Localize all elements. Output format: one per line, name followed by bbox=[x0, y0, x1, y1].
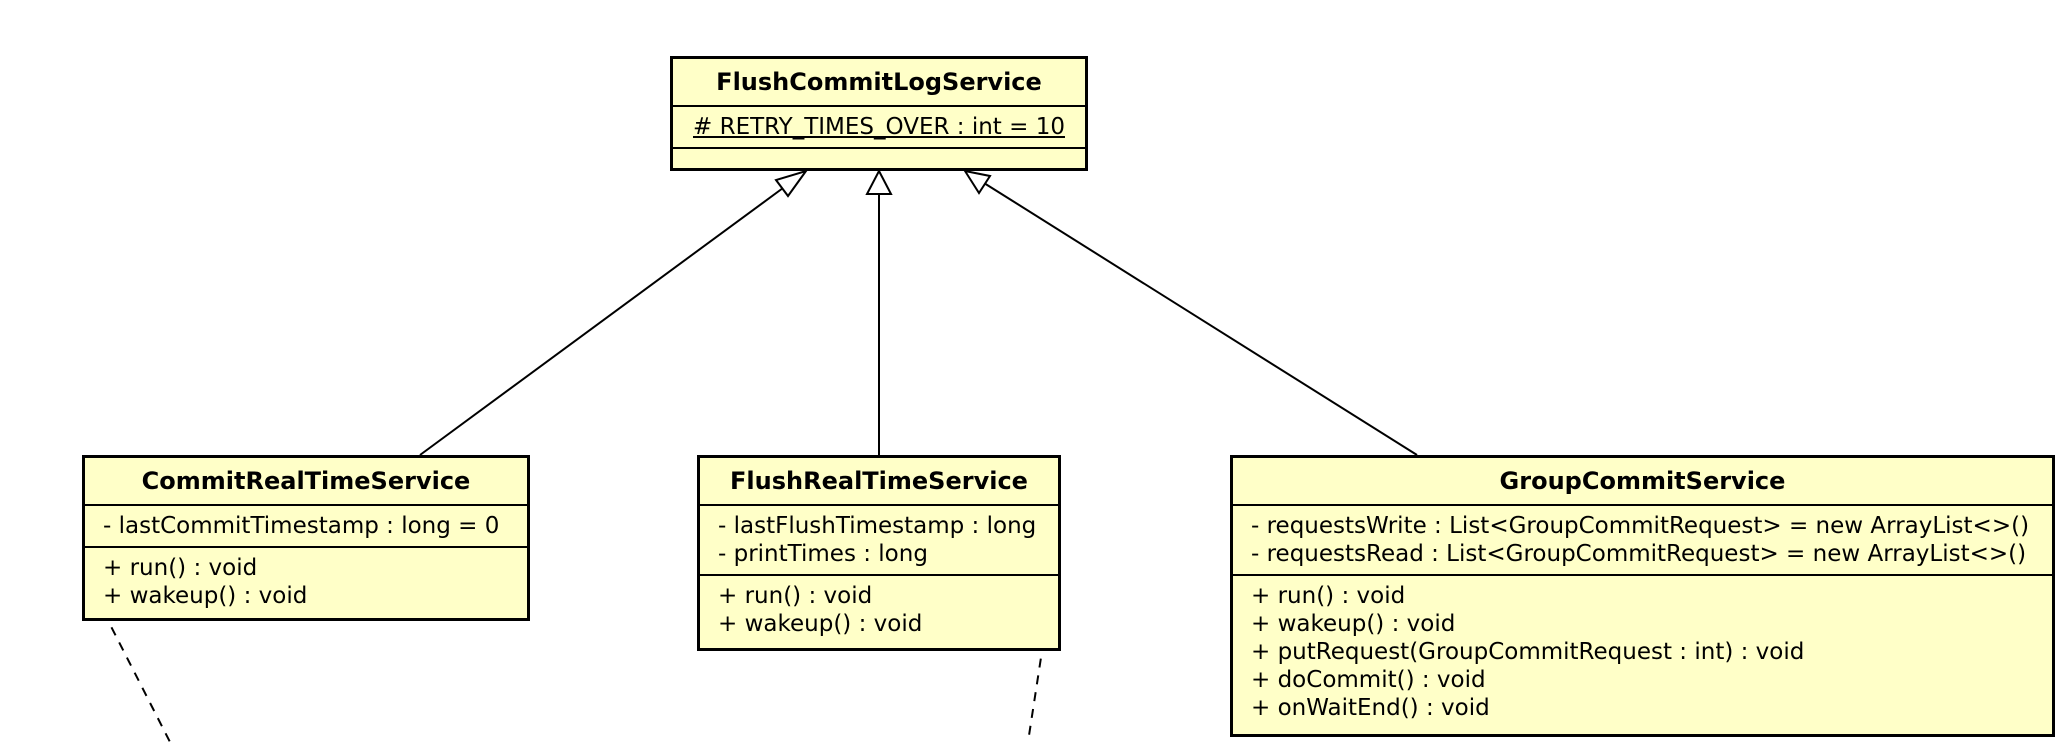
generalization-arrowhead-flush-real-time bbox=[865, 168, 893, 195]
class-flush-real-time-service[interactable]: FlushRealTimeService - lastFlushTimestam… bbox=[697, 455, 1061, 651]
generalization-line-group-commit bbox=[983, 182, 1418, 456]
operation-on-wait-end: + onWaitEnd() : void bbox=[1251, 695, 1490, 721]
operation-put-request: + putRequest(GroupCommitRequest : int) :… bbox=[1251, 639, 1805, 665]
operation-run: + run() : void bbox=[1251, 583, 1406, 609]
operation-wakeup: + wakeup() : void bbox=[103, 583, 308, 609]
generalization-arrowhead-group-commit bbox=[962, 169, 992, 195]
generalization-arrowhead-commit-real-time bbox=[774, 169, 809, 198]
generalization-line-commit-real-time bbox=[419, 187, 784, 456]
attribute-last-commit-timestamp: - lastCommitTimestamp : long = 0 bbox=[103, 513, 500, 539]
operation-run: + run() : void bbox=[718, 583, 873, 609]
attribute-requests-read: - requestsRead : List<GroupCommitRequest… bbox=[1251, 541, 2027, 567]
attributes-compartment: - requestsWrite : List<GroupCommitReques… bbox=[1233, 504, 2052, 574]
class-name: GroupCommitService bbox=[1499, 467, 1786, 495]
operations-compartment: + run() : void + wakeup() : void + putRe… bbox=[1233, 574, 2052, 728]
attribute-last-flush-timestamp: - lastFlushTimestamp : long bbox=[718, 513, 1037, 539]
attribute-print-times: - printTimes : long bbox=[718, 541, 928, 567]
operation-wakeup: + wakeup() : void bbox=[1251, 611, 1456, 637]
class-name: FlushCommitLogService bbox=[716, 68, 1042, 96]
attribute-retry-times-over: # RETRY_TIMES_OVER : int = 10 bbox=[693, 114, 1065, 140]
attributes-compartment: # RETRY_TIMES_OVER : int = 10 bbox=[673, 105, 1085, 147]
operation-wakeup: + wakeup() : void bbox=[718, 611, 923, 637]
attribute-requests-write: - requestsWrite : List<GroupCommitReques… bbox=[1251, 513, 2030, 539]
operations-compartment: + run() : void + wakeup() : void bbox=[85, 546, 527, 616]
operation-do-commit: + doCommit() : void bbox=[1251, 667, 1486, 693]
operations-compartment bbox=[673, 147, 1085, 169]
class-group-commit-service[interactable]: GroupCommitService - requestsWrite : Lis… bbox=[1230, 455, 2055, 737]
attributes-compartment: - lastFlushTimestamp : long - printTimes… bbox=[700, 504, 1058, 574]
operation-run: + run() : void bbox=[103, 555, 258, 581]
class-commit-real-time-service[interactable]: CommitRealTimeService - lastCommitTimest… bbox=[82, 455, 530, 621]
class-name: CommitRealTimeService bbox=[141, 467, 471, 495]
class-name: FlushRealTimeService bbox=[730, 467, 1028, 495]
operations-compartment: + run() : void + wakeup() : void bbox=[700, 574, 1058, 644]
attributes-compartment: - lastCommitTimestamp : long = 0 bbox=[85, 504, 527, 546]
class-flush-commit-log-service[interactable]: FlushCommitLogService # RETRY_TIMES_OVER… bbox=[670, 56, 1088, 171]
